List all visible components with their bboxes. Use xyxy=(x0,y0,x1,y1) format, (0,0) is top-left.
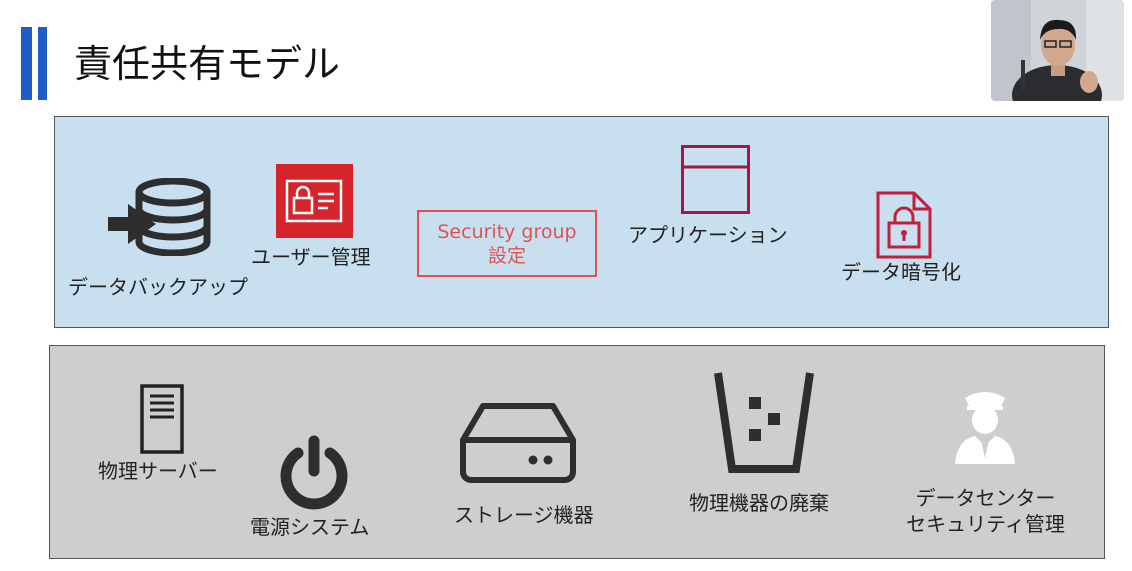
application-label: アプリケーション xyxy=(628,223,788,247)
presenter-webcam xyxy=(991,0,1124,101)
server-icon xyxy=(140,384,184,454)
encrypted-file-icon xyxy=(876,191,932,259)
security-group-setting-label: 設定 xyxy=(487,244,526,267)
power-icon xyxy=(276,435,352,511)
page-title: 責任共有モデル xyxy=(74,42,341,86)
title-accent-bar xyxy=(38,27,47,100)
title-accent-bar xyxy=(21,27,32,100)
storage-drive-icon xyxy=(459,400,577,484)
security-guard-icon xyxy=(951,384,1019,466)
datacenter-security-label: データセンター セキュリティ管理 xyxy=(898,485,1073,537)
customer-responsibility-panel xyxy=(54,116,1109,328)
application-window-icon xyxy=(681,145,750,214)
physical-server-label: 物理サーバー xyxy=(98,459,218,483)
database-import-icon xyxy=(108,178,214,256)
aws-responsibility-panel xyxy=(49,345,1105,559)
equipment-disposal-label: 物理機器の廃棄 xyxy=(689,491,829,515)
user-management-label: ユーザー管理 xyxy=(251,245,371,269)
security-group-box: Security group 設定 xyxy=(417,210,597,277)
storage-equipment-label: ストレージ機器 xyxy=(454,503,594,527)
disposal-bin-icon xyxy=(714,369,814,473)
data-encryption-label: データ暗号化 xyxy=(841,260,961,284)
security-group-label: Security group xyxy=(437,220,577,243)
datacenter-label: データセンター xyxy=(915,486,1056,510)
power-system-label: 電源システム xyxy=(250,515,370,539)
user-credentials-icon xyxy=(276,164,353,238)
security-management-label: セキュリティ管理 xyxy=(906,512,1065,536)
data-backup-label: データバックアップ xyxy=(68,275,248,299)
